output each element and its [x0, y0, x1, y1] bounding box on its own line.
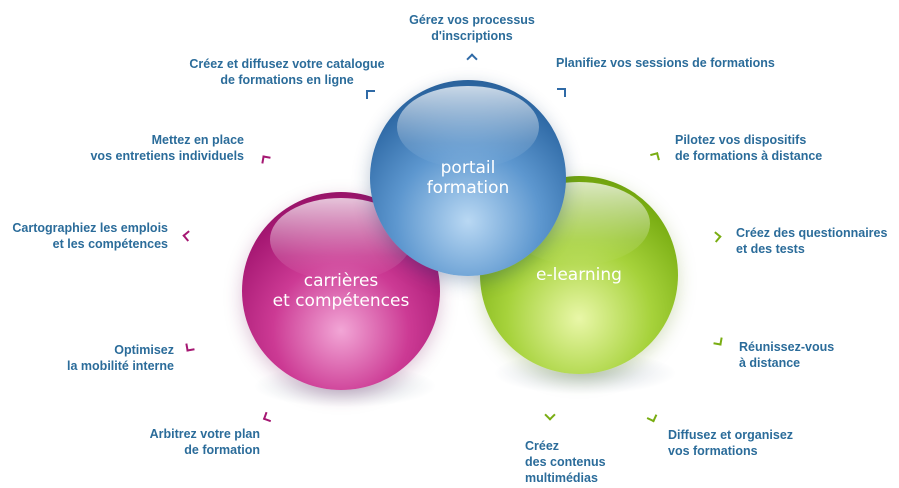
chevron-up-icon: [466, 53, 478, 65]
chevron-pink-4-icon: [262, 411, 274, 423]
corner-top-right-icon: [557, 88, 566, 97]
chevron-green-2-icon: [710, 231, 722, 243]
chevron-pink-3-icon: [185, 342, 195, 352]
sphere-elearning-label: e-learning: [536, 265, 622, 285]
label-contenus: Créez des contenus multimédias: [525, 439, 606, 485]
label-questionnaires: Créez des questionnaires et des tests: [736, 226, 888, 256]
label-cartographiez: Cartographiez les emplois et les compéte…: [12, 221, 168, 251]
sphere-portail-formation: portail formation: [370, 80, 566, 276]
label-entretiens: Mettez en place vos entretiens individue…: [90, 133, 244, 163]
label-reunissez: Réunissez-vous à distance: [739, 340, 835, 370]
label-pilotez: Pilotez vos dispositifs de formations à …: [675, 133, 823, 163]
sphere-carrieres-label: carrières et compétences: [272, 271, 410, 311]
label-arbitrez: Arbitrez votre plan de formation: [149, 427, 260, 457]
sphere-portail-label: portail formation: [426, 158, 510, 198]
chevron-green-1-icon: [650, 152, 660, 162]
chevron-green-4-icon: [544, 409, 556, 421]
label-catalogue: Créez et diffusez votre catalogue de for…: [189, 57, 385, 87]
chevron-pink-2-icon: [182, 230, 194, 242]
chevron-pink-1-icon: [261, 155, 271, 165]
corner-top-left-icon: [366, 90, 375, 99]
label-inscriptions: Gérez vos processus d'inscriptions: [409, 13, 535, 43]
label-mobilite: Optimisez la mobilité interne: [67, 343, 174, 373]
label-diffusez: Diffusez et organisez vos formations: [668, 428, 794, 458]
chevron-green-5-icon: [646, 411, 658, 423]
label-planifiez: Planifiez vos sessions de formations: [556, 56, 775, 70]
chevron-green-3-icon: [713, 336, 723, 346]
